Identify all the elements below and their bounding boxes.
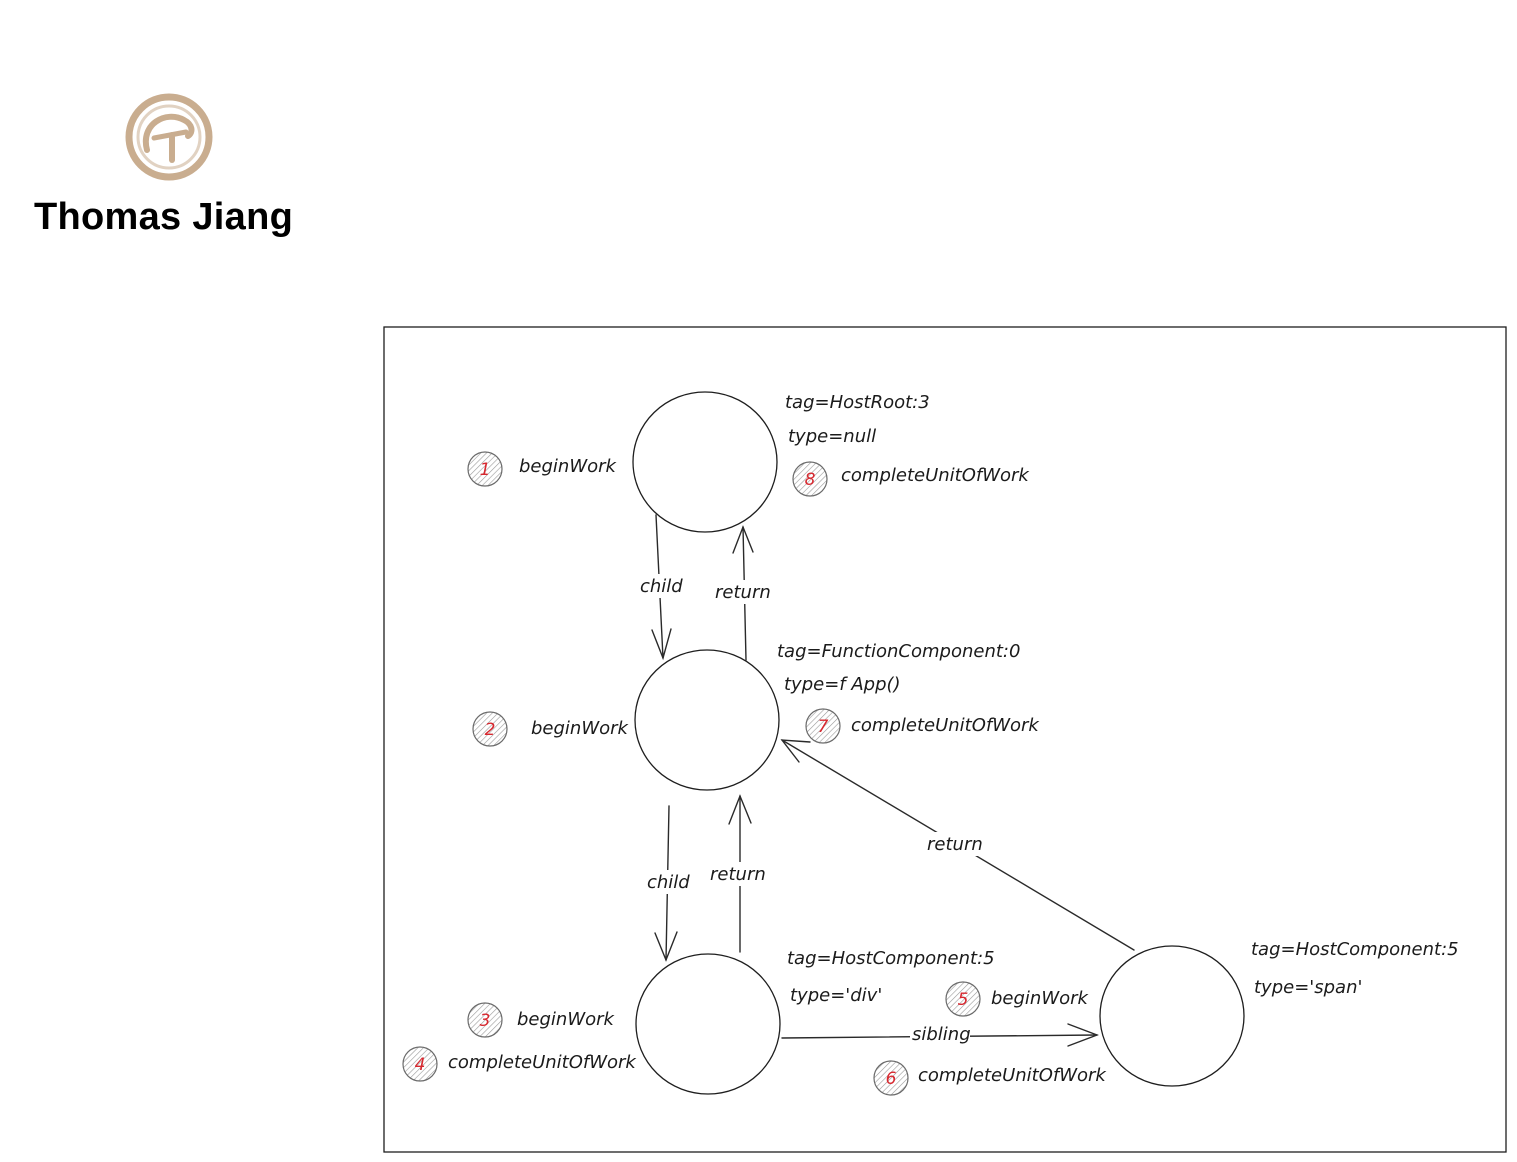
node-div-type: type='div' [790, 985, 882, 1006]
step-4: 4 completeUnitOfWork [402, 1046, 637, 1082]
node-app-tag: tag=FunctionComponent:0 [777, 641, 1020, 662]
edge-label-div-sibling: sibling [912, 1024, 971, 1045]
step-7: 7 completeUnitOfWork [805, 708, 1040, 744]
step-label: completeUnitOfWork [841, 465, 1030, 486]
node-host-root-type: type=null [788, 426, 876, 447]
step-label: completeUnitOfWork [448, 1052, 637, 1073]
step-badge [402, 1046, 438, 1082]
node-app [634, 649, 780, 791]
node-span-type: type='span' [1254, 977, 1362, 998]
step-number: 1 [480, 460, 491, 480]
edge-label-app-return: return [715, 582, 771, 603]
step-number: 3 [480, 1011, 491, 1031]
node-host-root [632, 391, 778, 533]
step-2: 2 beginWork [472, 711, 630, 747]
step-badge [467, 1002, 503, 1038]
brand-block: Thomas Jiang [30, 88, 310, 248]
node-span-tag: tag=HostComponent:5 [1251, 939, 1459, 960]
step-8: 8 completeUnitOfWork [792, 461, 1030, 497]
step-badge [873, 1060, 909, 1096]
step-number: 4 [415, 1055, 426, 1075]
step-1: 1 beginWork [467, 451, 618, 487]
node-host-root-tag: tag=HostRoot:3 [785, 392, 930, 413]
step-label: completeUnitOfWork [918, 1065, 1107, 1086]
step-badge [467, 451, 503, 487]
step-6: 6 completeUnitOfWork [873, 1060, 1107, 1096]
edge-label-root-child: child [640, 576, 683, 597]
step-number: 5 [958, 990, 969, 1010]
node-app-type: type=f App() [784, 674, 901, 695]
step-label: beginWork [517, 1009, 616, 1030]
diagram-frame [383, 326, 1507, 1153]
step-label: beginWork [519, 456, 618, 477]
step-label: completeUnitOfWork [851, 715, 1040, 736]
step-number: 7 [818, 717, 829, 737]
brush-circle-logo-icon [125, 93, 213, 181]
step-badge [792, 461, 828, 497]
node-div-tag: tag=HostComponent:5 [787, 948, 995, 969]
step-3: 3 beginWork [467, 1002, 616, 1038]
step-label: beginWork [991, 988, 1090, 1009]
step-badge [472, 711, 508, 747]
edge-label-app-child: child [647, 872, 690, 893]
step-badge [805, 708, 841, 744]
step-number: 8 [805, 470, 816, 490]
step-number: 2 [485, 720, 496, 740]
brand-name: Thomas Jiang [34, 196, 294, 238]
edge-label-span-return: return [927, 834, 983, 855]
step-5: 5 beginWork [945, 981, 1090, 1017]
step-label: beginWork [531, 718, 630, 739]
edge-label-div-return: return [710, 864, 766, 885]
step-badge [945, 981, 981, 1017]
step-number: 6 [886, 1069, 897, 1089]
node-span [1099, 945, 1245, 1087]
node-div [635, 953, 781, 1095]
